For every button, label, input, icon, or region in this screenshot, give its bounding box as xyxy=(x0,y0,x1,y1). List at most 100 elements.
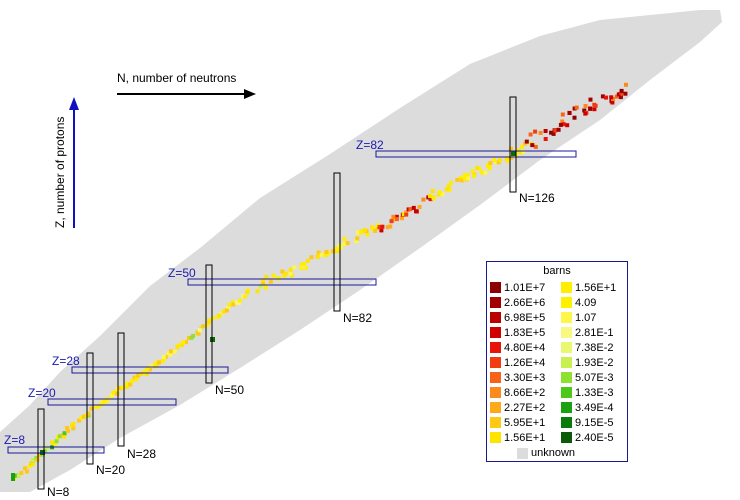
magic-z-label: Z=28 xyxy=(52,354,80,368)
magic-z-label: Z=20 xyxy=(28,386,56,400)
nuclide-cell xyxy=(255,289,260,294)
magic-n-box xyxy=(333,172,341,312)
nuclide-cell xyxy=(411,205,416,210)
nuclide-cell xyxy=(258,284,263,289)
nuclide-cell xyxy=(487,166,492,171)
nuclide-cell xyxy=(65,429,70,433)
nuclide-cell xyxy=(292,265,297,270)
nuclide-cell xyxy=(288,267,293,272)
nuclide-cell xyxy=(305,258,310,263)
nuclide-cell xyxy=(560,119,565,124)
nuclide-cell xyxy=(582,108,587,113)
nuclide-cell xyxy=(355,236,360,241)
nuclide-cell xyxy=(316,250,321,255)
nuclide-cell xyxy=(156,360,161,365)
nuclide-cell xyxy=(128,382,133,387)
nuclide-cell xyxy=(16,473,21,478)
nuclide-cell xyxy=(195,330,200,335)
nuclide-cell xyxy=(62,431,67,436)
legend-label: 2.40E-5 xyxy=(575,431,614,444)
nuclide-cell xyxy=(470,169,475,174)
nuclide-cell xyxy=(303,265,308,270)
nuclide-cell xyxy=(175,345,180,350)
nuclide-cell xyxy=(227,302,232,307)
nuclide-cell xyxy=(129,379,134,383)
nuclide-cell xyxy=(394,217,399,222)
legend-label: 1.56E+1 xyxy=(504,431,546,444)
nuclide-cell xyxy=(309,255,314,260)
nuclide-cell xyxy=(583,104,588,108)
nuclide-cell xyxy=(593,103,598,108)
nuclide-cell xyxy=(191,333,196,338)
legend-swatch xyxy=(490,372,501,383)
nuclide-cell xyxy=(373,229,378,233)
legend-unknown-swatch xyxy=(517,447,528,459)
legend-label: 1.26E+4 xyxy=(504,356,546,369)
nuclide-cell xyxy=(245,290,250,295)
legend-label: 1.01E+7 xyxy=(504,281,546,294)
nuclide-cell xyxy=(365,232,370,237)
legend-entry-right-9: 9.15E-5 xyxy=(561,415,616,430)
nuclide-cell xyxy=(89,406,94,411)
nuclide-cell xyxy=(538,130,543,135)
nuclide-cell xyxy=(37,453,41,457)
magic-z-box xyxy=(7,446,105,454)
legend-label: 1.56E+1 xyxy=(575,281,617,294)
nuclide-cell xyxy=(271,273,276,278)
nuclide-cell xyxy=(431,196,436,201)
nuclide-cell xyxy=(518,150,523,155)
nuclide-cell xyxy=(261,278,266,283)
nuclide-cell xyxy=(558,122,563,127)
nuclide-cell xyxy=(618,95,623,100)
nuclide-cell xyxy=(288,271,293,276)
nuclide-cell xyxy=(380,224,385,229)
nuclide-cell xyxy=(583,111,588,116)
nuclide-cell xyxy=(528,132,533,137)
magic-n-box xyxy=(205,264,213,384)
nuclide-cell xyxy=(505,158,510,163)
legend-entry-right-4: 7.38E-2 xyxy=(561,340,616,355)
magic-n-label: N=8 xyxy=(47,485,70,499)
nuclide-cell xyxy=(553,128,558,133)
nuclide-cell xyxy=(54,439,59,444)
nuclide-cell xyxy=(236,300,241,305)
legend-label: 2.81E-1 xyxy=(575,326,614,339)
nuclide-cell xyxy=(342,241,347,246)
legend-entry-right-8: 3.49E-4 xyxy=(561,400,616,415)
nuclide-cell xyxy=(389,219,394,224)
legend-swatch xyxy=(490,357,501,368)
nuclide-cell xyxy=(567,111,572,115)
nuclide-cell xyxy=(623,91,628,96)
nuclide-cell xyxy=(79,415,84,420)
nuclide-cell xyxy=(144,372,149,376)
nuclide-cell xyxy=(225,306,230,311)
nuclide-cell xyxy=(377,225,382,230)
nuclide-cell xyxy=(496,160,501,165)
magic-number-boxes: Z=8Z=20Z=28Z=50Z=82N=8N=20N=28N=50N=82N=… xyxy=(4,96,577,499)
nuclide-cell xyxy=(543,137,548,141)
magic-z-label: Z=8 xyxy=(4,433,25,447)
legend-entry-right-6: 5.07E-3 xyxy=(561,370,616,385)
nuclide-cell xyxy=(440,192,445,197)
nuclide-cell xyxy=(449,180,453,185)
legend-swatch xyxy=(561,282,572,293)
nuclide-cell xyxy=(600,94,605,99)
nuclide-cell xyxy=(125,381,130,386)
legend-swatch xyxy=(561,327,572,338)
nuclide-cell xyxy=(588,97,593,102)
nuclide-cell xyxy=(166,351,171,356)
nuclide-cell xyxy=(95,405,100,410)
doubly-magic-marker xyxy=(511,151,516,156)
magic-n-box xyxy=(117,332,125,447)
nuclide-cell xyxy=(120,385,125,390)
legend-swatch xyxy=(490,282,501,293)
magic-z-label: Z=50 xyxy=(168,266,196,280)
legend-label: 5.07E-3 xyxy=(575,371,614,384)
nuclide-cell xyxy=(428,194,432,198)
nuclide-cell xyxy=(362,228,367,233)
magic-n-label: N=126 xyxy=(519,191,555,205)
nuclide-cell xyxy=(264,275,269,279)
nuclide-cell xyxy=(181,340,186,345)
nuclide-cell xyxy=(237,298,242,303)
